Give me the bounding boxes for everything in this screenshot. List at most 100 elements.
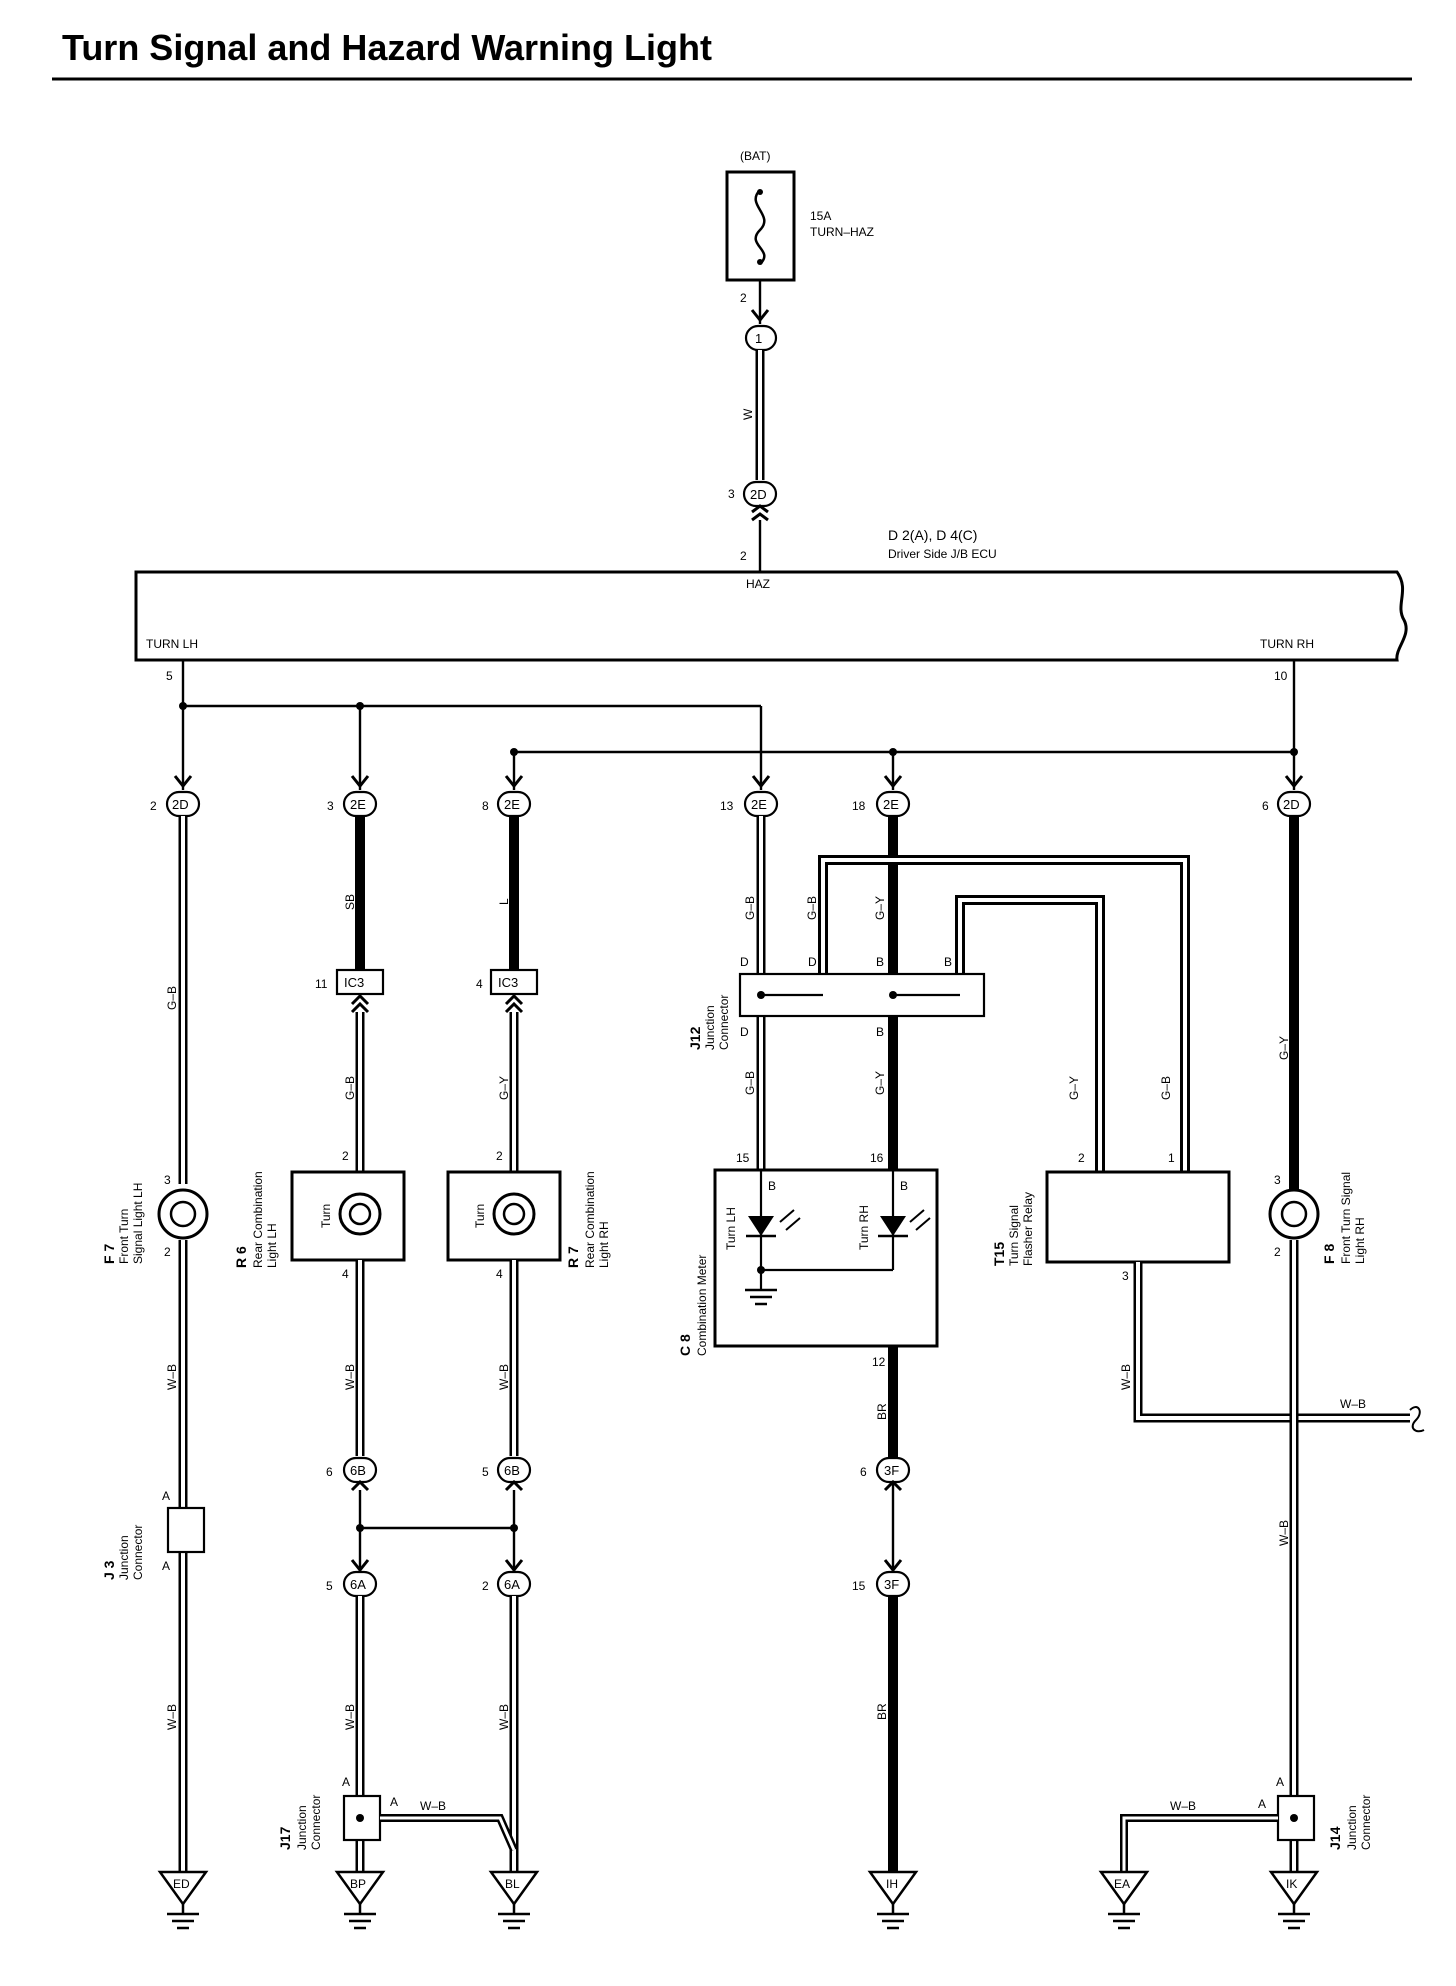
svg-text:6A: 6A <box>350 1577 366 1592</box>
svg-text:Turn LH: Turn LH <box>724 1207 738 1250</box>
svg-text:Junction: Junction <box>295 1805 309 1850</box>
svg-text:Connector: Connector <box>131 1525 145 1580</box>
svg-text:Turn RH: Turn RH <box>857 1205 871 1250</box>
svg-text:L: L <box>497 898 511 905</box>
column-r7: L 4 IC3 G–Y 2 Turn 4 R 7 Rear Combinatio… <box>446 816 611 1456</box>
svg-text:Front Turn Signal: Front Turn Signal <box>1339 1172 1353 1264</box>
column-f8: G–Y 3 2 F 8 Front Turn Signal Light RH W… <box>1120 816 1373 1872</box>
svg-text:BP: BP <box>350 1877 366 1891</box>
svg-text:3F: 3F <box>884 1577 899 1592</box>
svg-text:1: 1 <box>1168 1151 1175 1165</box>
ground-ik-icon <box>1268 1870 1320 1907</box>
fuse-rating: 15A <box>810 209 831 223</box>
svg-text:J12: J12 <box>687 1026 703 1050</box>
arrow-icon <box>173 775 1304 789</box>
svg-text:A: A <box>1258 1797 1266 1811</box>
svg-text:Turn Signal: Turn Signal <box>1007 1205 1021 1266</box>
svg-text:2: 2 <box>496 1149 503 1163</box>
svg-text:A: A <box>390 1795 398 1809</box>
svg-text:G–B: G–B <box>743 896 757 920</box>
svg-text:3: 3 <box>728 487 735 501</box>
svg-text:B: B <box>876 955 884 969</box>
svg-text:2: 2 <box>1078 1151 1085 1165</box>
svg-text:Junction: Junction <box>1345 1805 1359 1850</box>
svg-text:W–B: W–B <box>497 1364 511 1390</box>
svg-text:4: 4 <box>342 1267 349 1281</box>
grounds <box>157 1870 1320 1907</box>
svg-text:5: 5 <box>166 669 173 683</box>
svg-text:W–B: W–B <box>343 1704 357 1730</box>
arrow-icon <box>350 1559 524 1573</box>
chevron-up-icon <box>350 1479 524 1492</box>
svg-text:W–B: W–B <box>1277 1520 1291 1546</box>
svg-text:Rear Combination: Rear Combination <box>583 1171 597 1268</box>
svg-text:D: D <box>740 955 749 969</box>
svg-text:G–Y: G–Y <box>1067 1076 1081 1100</box>
svg-text:BR: BR <box>875 1703 889 1720</box>
svg-text:G–B: G–B <box>343 1076 357 1100</box>
svg-text:J14: J14 <box>1327 1826 1343 1850</box>
connector-2d-top: 2D <box>742 480 778 508</box>
svg-text:12: 12 <box>872 1355 886 1369</box>
connector-row: 2 2D 3 2E 8 2E 13 2E 18 2E 6 2D <box>150 775 1312 818</box>
chevron-up-icon <box>350 993 370 1014</box>
svg-text:Signal Light LH: Signal Light LH <box>131 1183 145 1264</box>
led-lh-icon <box>748 1216 774 1236</box>
combination-meter-c8: 15 16 B B Turn LH Turn RH C 8 Combinatio… <box>677 1151 939 1872</box>
svg-text:J17: J17 <box>277 1826 293 1850</box>
svg-text:Rear Combination: Rear Combination <box>251 1171 265 1268</box>
svg-text:2: 2 <box>342 1149 349 1163</box>
ground-labels: ED BP BL IH EA IK <box>173 1877 1297 1891</box>
svg-text:2E: 2E <box>504 797 520 812</box>
svg-text:IC3: IC3 <box>344 975 364 990</box>
svg-text:6B: 6B <box>504 1463 520 1478</box>
svg-text:2: 2 <box>150 799 157 813</box>
fuse-pin: 2 <box>740 291 747 305</box>
svg-text:2D: 2D <box>172 797 189 812</box>
svg-text:5: 5 <box>482 1465 489 1479</box>
svg-text:W–B: W–B <box>165 1364 179 1390</box>
splice-1: 1 <box>744 324 778 352</box>
wire-color-w: W <box>741 408 755 420</box>
connectors-6b-6a: 6 6B 5 6B 5 6A 2 6A W–B W–B <box>326 1456 532 1872</box>
svg-text:G–Y: G–Y <box>497 1076 511 1100</box>
fuse-turn-haz: (BAT) 15A TURN–HAZ 2 <box>725 149 874 305</box>
svg-text:IC3: IC3 <box>498 975 518 990</box>
svg-text:3: 3 <box>1122 1269 1129 1283</box>
svg-text:11: 11 <box>315 977 328 991</box>
svg-text:Light LH: Light LH <box>265 1223 279 1268</box>
chevron-up-icon <box>883 1479 903 1573</box>
svg-text:IH: IH <box>886 1877 898 1891</box>
svg-text:B: B <box>944 955 952 969</box>
svg-text:G–Y: G–Y <box>873 1071 887 1095</box>
svg-text:6B: 6B <box>350 1463 366 1478</box>
page-title: Turn Signal and Hazard Warning Light <box>62 27 712 68</box>
svg-text:2E: 2E <box>350 797 366 812</box>
svg-text:Connector: Connector <box>1359 1795 1373 1850</box>
ground-ih-icon <box>867 1870 919 1907</box>
svg-text:Flasher Relay: Flasher Relay <box>1021 1192 1035 1266</box>
svg-text:A: A <box>342 1775 350 1789</box>
svg-text:W–B: W–B <box>165 1704 179 1730</box>
chevron-up-icon <box>751 504 769 522</box>
svg-text:T15: T15 <box>991 1242 1007 1266</box>
svg-text:W–B: W–B <box>1119 1364 1133 1390</box>
svg-text:Turn: Turn <box>473 1204 487 1228</box>
svg-text:A: A <box>1276 1775 1284 1789</box>
svg-text:ED: ED <box>173 1877 190 1891</box>
ground-ed-icon <box>157 1870 209 1907</box>
svg-text:TURN LH: TURN LH <box>146 637 198 651</box>
svg-text:W–B: W–B <box>1340 1397 1366 1411</box>
bulb-icon <box>169 1200 197 1228</box>
svg-text:IK: IK <box>1286 1877 1297 1891</box>
svg-text:C 8: C 8 <box>677 1334 693 1356</box>
svg-text:Turn: Turn <box>319 1204 333 1228</box>
fuse-name: TURN–HAZ <box>810 225 874 239</box>
ecu-name: Driver Side J/B ECU <box>888 547 997 561</box>
svg-text:G–B: G–B <box>805 896 819 920</box>
svg-text:2: 2 <box>1274 1245 1281 1259</box>
svg-text:10: 10 <box>1274 669 1288 683</box>
svg-text:G–B: G–B <box>1159 1076 1173 1100</box>
svg-text:6: 6 <box>1262 799 1269 813</box>
ground-ea-icon <box>1098 1870 1150 1907</box>
